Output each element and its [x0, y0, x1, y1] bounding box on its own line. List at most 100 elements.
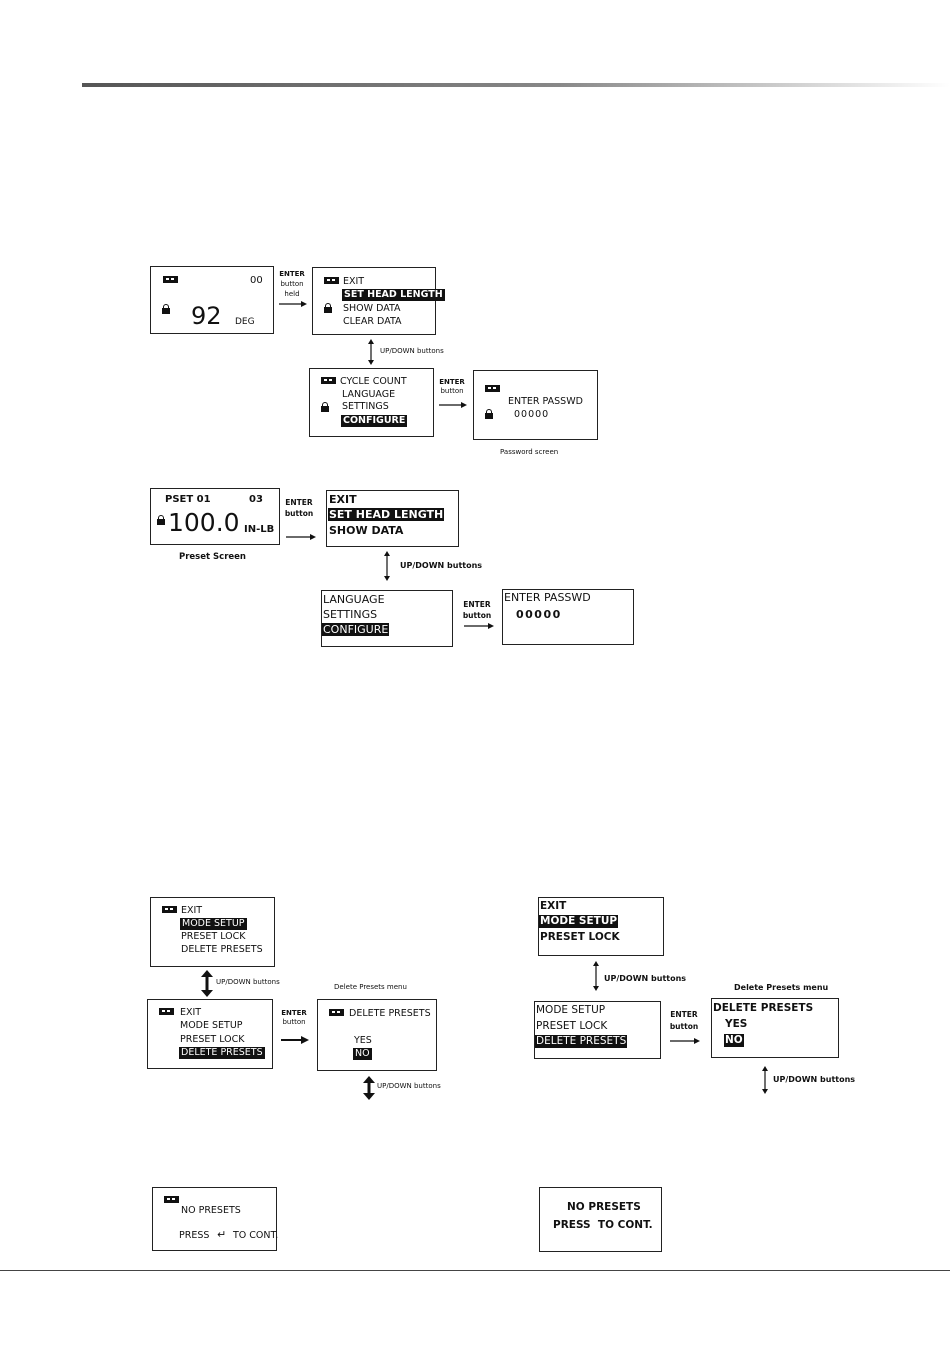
- right-arrow-icon: [286, 534, 316, 540]
- updown-arrow-icon: [363, 1076, 375, 1100]
- menu-item[interactable]: MODE SETUP: [180, 1020, 243, 1031]
- main-menu-screen: EXIT SET HEAD LENGTH SHOW DATA CLEAR DAT…: [312, 267, 445, 335]
- updown-caption: UP/DOWN buttons: [377, 1082, 441, 1090]
- header-rule: [82, 83, 950, 87]
- menu-item[interactable]: DELETE PRESETS: [181, 944, 263, 955]
- menu-item[interactable]: CYCLE COUNT: [340, 376, 407, 387]
- battery-icon: [162, 906, 177, 913]
- enter-caption: ENTER button: [669, 1010, 699, 1031]
- menu-item[interactable]: CLEAR DATA: [343, 316, 402, 327]
- enter-caption: ENTER button: [281, 1009, 307, 1026]
- no-presets-screen: NO PRESETS PRESS ↵ TO CONT.: [152, 1187, 279, 1251]
- updown-caption: UP/DOWN buttons: [216, 978, 280, 986]
- menu-item-selected[interactable]: DELETE PRESETS: [535, 1035, 628, 1048]
- password-screen: ENTER PASSWD 00000: [502, 589, 634, 645]
- updown-caption: UP/DOWN buttons: [773, 1075, 856, 1084]
- menu-item[interactable]: SHOW DATA: [329, 524, 404, 537]
- menu-item-selected[interactable]: DELETE PRESETS: [179, 1047, 265, 1059]
- menu-item-selected[interactable]: CONFIGURE: [322, 623, 390, 636]
- menu-item-selected[interactable]: CONFIGURE: [341, 415, 408, 427]
- updown-arrow-icon: [762, 1066, 768, 1094]
- enter-held-caption: ENTER button held: [279, 270, 305, 298]
- menu-item-selected[interactable]: MODE SETUP: [539, 915, 619, 928]
- mode-menu-screen: MODE SETUP PRESET LOCK DELETE PRESETS: [534, 1001, 661, 1059]
- option-yes[interactable]: YES: [725, 1018, 748, 1030]
- option-no-selected[interactable]: NO: [353, 1048, 372, 1060]
- password-screen: ENTER PASSWD 00000: [473, 370, 598, 440]
- menu-item[interactable]: SETTINGS: [323, 608, 378, 621]
- enter-caption: ENTER button: [439, 378, 465, 395]
- enter-return-icon: ↵: [217, 1228, 227, 1241]
- menu-item[interactable]: EXIT: [343, 276, 365, 287]
- battery-icon: [164, 1196, 179, 1203]
- password-prompt: ENTER PASSWD: [504, 591, 591, 604]
- delete-menu-caption: Delete Presets menu: [734, 983, 829, 992]
- menu-item[interactable]: SHOW DATA: [343, 303, 401, 314]
- footer-rule: [0, 1270, 950, 1271]
- mode-menu-screen: EXIT MODE SETUP PRESET LOCK DELETE PRESE…: [147, 999, 273, 1069]
- delete-title: DELETE PRESETS: [713, 1002, 814, 1014]
- enter-caption: ENTER button: [284, 498, 314, 518]
- menu-item-selected[interactable]: SET HEAD LENGTH: [328, 508, 445, 521]
- updown-arrow-icon: [384, 551, 390, 581]
- main-menu-screen: EXIT SET HEAD LENGTH SHOW DATA: [326, 490, 459, 547]
- option-yes[interactable]: YES: [354, 1035, 372, 1046]
- lock-icon: [485, 409, 493, 419]
- preset-name: PSET 01: [165, 494, 211, 505]
- menu-item[interactable]: LANGUAGE: [342, 389, 396, 400]
- right-arrow-icon: [670, 1038, 700, 1044]
- continue-text: TO CONT.: [233, 1230, 279, 1241]
- password-prompt: ENTER PASSWD: [508, 396, 583, 407]
- updown-arrow-icon: [201, 970, 213, 997]
- menu-item[interactable]: PRESET LOCK: [180, 1034, 245, 1045]
- menu-item-selected[interactable]: SET HEAD LENGTH: [342, 289, 445, 301]
- menu-item[interactable]: PRESET LOCK: [181, 931, 246, 942]
- home-screen: 00 92 DEG: [150, 266, 274, 334]
- mode-menu-screen: EXIT MODE SETUP PRESET LOCK: [538, 897, 664, 956]
- delete-presets-screen: DELETE PRESETS YES NO: [317, 999, 437, 1071]
- menu-item[interactable]: PRESET LOCK: [540, 931, 620, 943]
- updown-caption: UP/DOWN buttons: [380, 347, 444, 355]
- preset-caption: Preset Screen: [179, 552, 246, 562]
- enter-caption: ENTER button: [462, 600, 492, 620]
- battery-icon: [324, 277, 339, 284]
- no-presets-text: NO PRESETS: [181, 1205, 241, 1216]
- settings-menu-screen: CYCLE COUNT LANGUAGE SETTINGS CONFIGURE: [309, 368, 434, 437]
- right-arrow-icon: [279, 301, 307, 307]
- settings-menu-screen: LANGUAGE SETTINGS CONFIGURE: [321, 590, 453, 647]
- right-arrow-icon: [281, 1036, 309, 1044]
- battery-icon: [159, 1008, 174, 1015]
- right-arrow-icon: [439, 402, 467, 408]
- option-no-selected[interactable]: NO: [724, 1034, 744, 1047]
- menu-item[interactable]: EXIT: [180, 1007, 202, 1018]
- lock-icon: [157, 515, 165, 525]
- menu-item[interactable]: LANGUAGE: [323, 593, 385, 606]
- menu-item[interactable]: PRESET LOCK: [536, 1020, 608, 1032]
- preset-screen: PSET 01 03 100.0 IN-LB: [150, 488, 280, 545]
- menu-item[interactable]: EXIT: [181, 905, 203, 916]
- battery-icon: [163, 276, 178, 283]
- reading-unit: DEG: [235, 317, 255, 327]
- press-text: PRESS: [179, 1230, 210, 1241]
- battery-icon: [321, 377, 336, 384]
- password-digits[interactable]: 00000: [514, 409, 550, 420]
- preset-number: 03: [249, 494, 263, 505]
- menu-item[interactable]: EXIT: [540, 900, 567, 912]
- press-continue-text: PRESS TO CONT.: [553, 1219, 653, 1231]
- lock-icon: [321, 402, 329, 412]
- menu-item[interactable]: SETTINGS: [342, 401, 389, 412]
- lock-icon: [324, 303, 332, 313]
- updown-arrow-icon: [593, 961, 599, 991]
- mode-menu-screen: EXIT MODE SETUP PRESET LOCK DELETE PRESE…: [150, 897, 275, 967]
- battery-icon: [329, 1009, 344, 1016]
- updown-caption: UP/DOWN buttons: [400, 561, 483, 570]
- no-presets-text: NO PRESETS: [567, 1201, 641, 1213]
- password-digits[interactable]: 00000: [516, 608, 562, 621]
- delete-title: DELETE PRESETS: [349, 1008, 431, 1019]
- menu-item[interactable]: EXIT: [329, 493, 357, 506]
- preset-value: 100.0: [168, 508, 240, 537]
- menu-item[interactable]: MODE SETUP: [536, 1004, 606, 1016]
- cycle-count: 00: [250, 275, 263, 286]
- menu-item-selected[interactable]: MODE SETUP: [180, 918, 247, 930]
- reading-value: 92: [191, 302, 222, 330]
